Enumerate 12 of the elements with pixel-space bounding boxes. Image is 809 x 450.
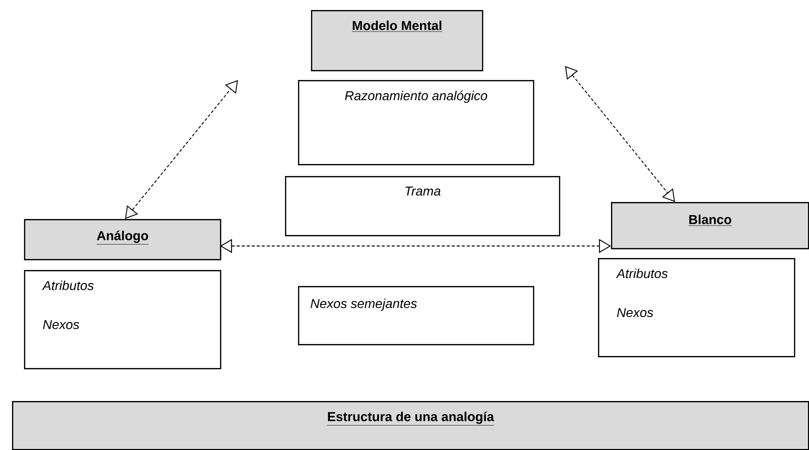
header-box: Blanco	[611, 202, 809, 250]
header-box: Modelo Mental	[311, 10, 484, 72]
process-box: Trama	[285, 176, 560, 236]
attribute-box: Atributos Nexos	[24, 270, 222, 370]
double-arrow	[220, 238, 611, 254]
title-band: Estructura de una analogía	[12, 400, 809, 450]
attribute-box: Atributos Nexos	[598, 258, 796, 358]
double-arrow	[565, 66, 675, 202]
process-box: Razonamiento analógico	[298, 80, 534, 166]
process-box: Nexos semejantes	[298, 286, 534, 346]
double-arrow	[125, 80, 238, 219]
header-box: Análogo	[24, 219, 222, 260]
